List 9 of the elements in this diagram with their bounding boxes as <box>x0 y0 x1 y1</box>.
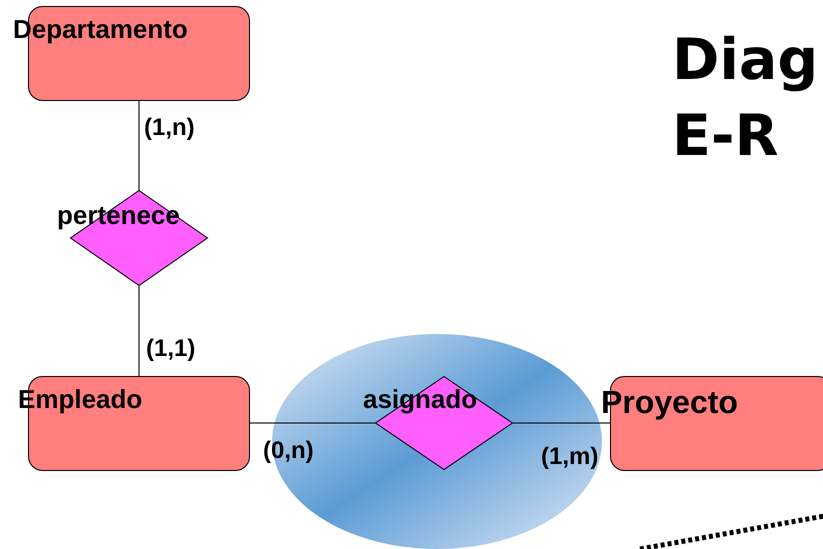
connector-line <box>512 422 610 424</box>
title: Diag E-R <box>672 26 820 171</box>
connector-line <box>138 286 140 376</box>
cardinality-label: (0,n) <box>263 437 314 465</box>
connector-line <box>250 422 376 424</box>
connector-line <box>138 100 140 190</box>
cardinality-label: (1,n) <box>144 114 195 142</box>
cardinality-label: (1,m) <box>541 443 598 471</box>
cardinality-label: (1,1) <box>146 335 196 363</box>
